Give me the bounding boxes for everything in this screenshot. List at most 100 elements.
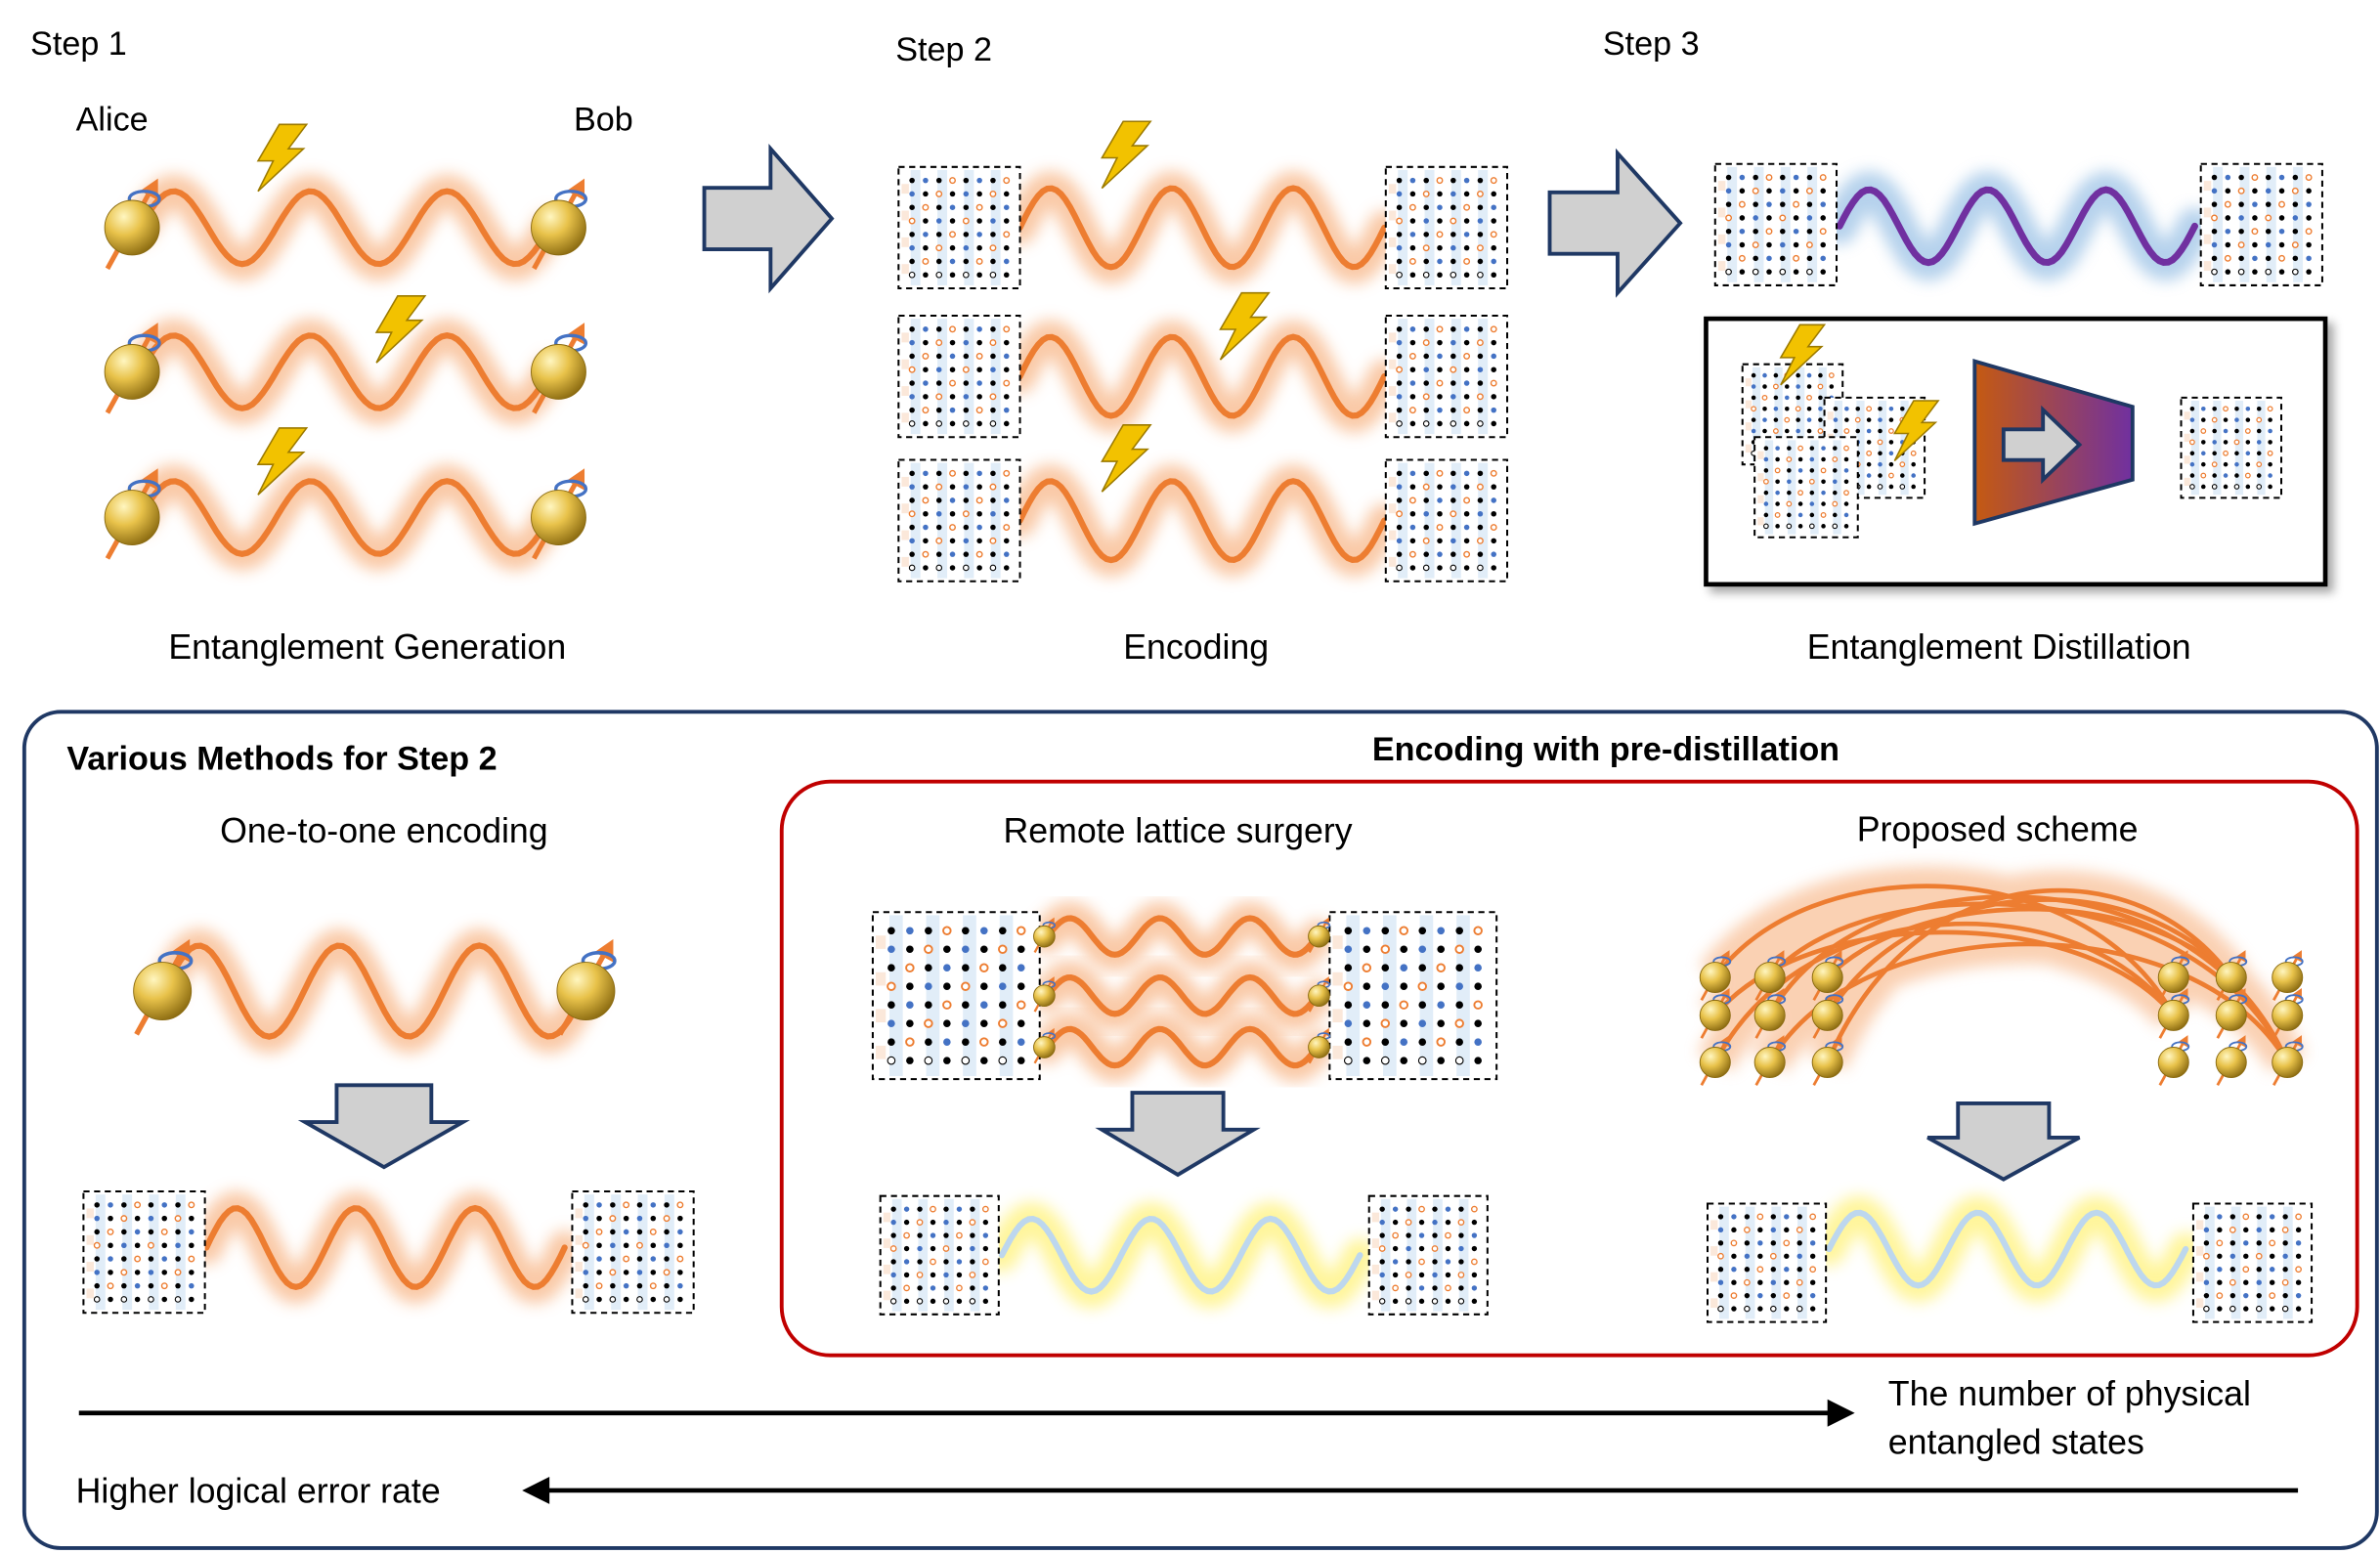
qubit-sphere-icon <box>531 468 588 560</box>
surface-code-patch-icon <box>897 165 1021 290</box>
surface-code-patch-icon <box>82 1190 206 1315</box>
lightning-icon <box>1101 424 1152 493</box>
one-to-one-physical-wave <box>147 928 601 1055</box>
surface-code-patch-icon <box>897 458 1021 583</box>
qubit-sphere-icon <box>1308 976 1331 1013</box>
qubit-sphere-icon <box>1811 950 1844 1002</box>
block-arrow-icon <box>1547 148 1683 298</box>
block-arrow-icon <box>702 144 835 294</box>
step1-title: Step 1 <box>30 25 127 63</box>
lightning-icon <box>256 427 309 496</box>
one-to-one-encoded-wave <box>190 1190 582 1305</box>
proposed-entangled-arc <box>1825 887 2233 1063</box>
axis-right-label-line1: The number of physical <box>1888 1374 2251 1413</box>
surface-code-patch-icon <box>571 1190 695 1315</box>
proposed-scheme-encoded-wave <box>1812 1195 2203 1303</box>
remote-lattice-physical-wave <box>1030 960 1334 1031</box>
surface-code-patch-icon <box>897 314 1021 439</box>
qubit-sphere-icon <box>133 938 194 1036</box>
block-arrow-icon <box>1926 1101 2081 1182</box>
predistill-title: Encoding with pre-distillation <box>1372 731 1839 768</box>
lightning-icon <box>1779 324 1827 386</box>
qubit-sphere-icon <box>1753 1035 1787 1086</box>
qubit-sphere-icon <box>2215 950 2248 1002</box>
lightning-icon <box>1101 120 1152 190</box>
surface-code-patch-icon <box>1713 162 1839 286</box>
surface-code-patch-icon <box>2199 162 2323 286</box>
block-arrow-icon <box>1095 1091 1261 1178</box>
surface-code-patch-icon <box>1367 1194 1489 1316</box>
surface-code-patch-icon <box>2191 1202 2314 1323</box>
waves-layer <box>122 170 2214 578</box>
qubit-sphere-icon <box>531 178 588 271</box>
lightning-icon <box>1892 400 1940 462</box>
surface-code-patch-icon <box>1384 165 1509 290</box>
qubit-sphere-icon <box>104 468 161 560</box>
axis-arrow-left <box>522 1476 2299 1504</box>
distillation-inset-layer <box>1741 324 2283 539</box>
objects-layer <box>104 120 2323 583</box>
alice-label: Alice <box>76 102 149 139</box>
qubit-sphere-icon <box>556 938 617 1036</box>
step1-entangled-pair-wave <box>122 318 567 426</box>
qubit-sphere-icon <box>2157 1035 2190 1086</box>
qubit-sphere-icon <box>2157 950 2190 1002</box>
methods-title: Various Methods for Step 2 <box>66 740 497 777</box>
axis-left-label: Higher logical error rate <box>76 1471 441 1510</box>
step1-entangled-pair-wave <box>122 463 567 572</box>
bob-label: Bob <box>574 102 633 139</box>
lightning-icon <box>374 295 427 364</box>
step3-title: Step 3 <box>1603 25 1700 63</box>
lightning-icon <box>1219 291 1271 361</box>
block-arrow-icon <box>297 1083 470 1170</box>
qubit-sphere-icon <box>2157 987 2190 1039</box>
qubit-sphere-icon <box>1811 987 1844 1039</box>
predistill-box <box>779 779 2359 1358</box>
qubit-sphere-icon <box>1753 950 1787 1002</box>
remote-lattice-encoded-wave <box>984 1201 1377 1310</box>
qubit-sphere-icon <box>2215 1035 2248 1086</box>
qubit-sphere-icon <box>104 178 161 271</box>
surface-code-patch-icon <box>871 911 1041 1081</box>
qubit-sphere-icon <box>1699 1035 1732 1086</box>
step3-logical-pair-wave <box>1821 170 2214 281</box>
remote-lattice-physical-wave <box>1030 1012 1334 1083</box>
step2-encoded-pair-wave <box>1003 171 1402 284</box>
step1-caption: Entanglement Generation <box>168 627 566 667</box>
proposed-entangled-arc <box>1825 897 2233 1017</box>
step3-caption: Entanglement Distillation <box>1807 627 2191 667</box>
qubit-sphere-icon <box>1811 1035 1844 1086</box>
qubit-sphere-icon <box>1753 987 1787 1039</box>
surface-code-patch-icon <box>1384 314 1509 439</box>
one-to-one-label: One-to-one encoding <box>220 811 547 850</box>
surface-code-patch-icon <box>1753 436 1859 539</box>
surface-code-patch-icon <box>879 1194 1000 1316</box>
qubit-sphere-icon <box>1308 1027 1331 1064</box>
qubit-sphere-icon <box>1033 976 1057 1013</box>
methods-panel <box>22 710 2379 1550</box>
qubit-sphere-icon <box>1699 987 1732 1039</box>
remote-lattice-physical-wave <box>1030 901 1334 972</box>
axis-arrow-right <box>78 1399 1855 1427</box>
step2-encoded-pair-wave <box>1003 463 1402 578</box>
surface-code-patch-icon <box>1384 458 1509 583</box>
step2-caption: Encoding <box>1123 627 1269 667</box>
axis-right-label-line2: entangled states <box>1888 1423 2144 1462</box>
lightning-icon <box>256 123 309 193</box>
surface-code-patch-icon <box>2180 396 2283 499</box>
surface-code-patch-icon <box>1328 911 1498 1081</box>
qubit-sphere-icon <box>104 323 161 414</box>
step1-entangled-pair-wave <box>122 174 567 281</box>
step2-title: Step 2 <box>895 31 992 68</box>
qubit-sphere-icon <box>1308 917 1331 954</box>
bottom-layer <box>82 866 2314 1323</box>
qubit-sphere-icon <box>1699 950 1732 1002</box>
qubit-sphere-icon <box>2272 987 2304 1039</box>
step2-encoded-pair-wave <box>1003 320 1402 434</box>
qubit-sphere-icon <box>2272 950 2304 1002</box>
qubit-sphere-icon <box>1033 1027 1057 1064</box>
surface-code-patch-icon <box>1707 1202 1828 1323</box>
qubit-sphere-icon <box>2272 1035 2304 1086</box>
